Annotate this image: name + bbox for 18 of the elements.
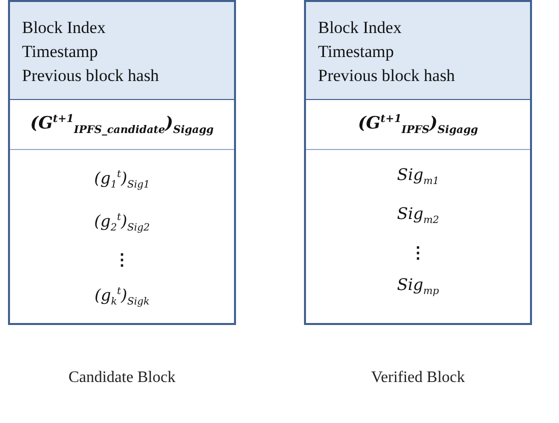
signature-formula: Sig$_{m1}$ xyxy=(396,164,440,190)
header-field: Block Index xyxy=(22,16,234,40)
signature-formula: (g$_{1}$$^{t}$)$_{Sig1}$ xyxy=(94,167,150,193)
header-field: Timestamp xyxy=(318,40,530,64)
header-section xyxy=(306,2,530,100)
block-caption: Verified Block xyxy=(371,369,465,387)
ellipsis: ⋮ xyxy=(114,249,130,272)
header-section xyxy=(10,2,234,100)
header-field: Previous block hash xyxy=(22,64,234,88)
signature-formula: Sig$_{mp}$ xyxy=(396,274,440,300)
header-field: Block Index xyxy=(318,16,530,40)
ellipsis: ⋮ xyxy=(410,242,426,264)
block-caption: Candidate Block xyxy=(68,369,176,387)
header-field: Timestamp xyxy=(22,40,234,64)
signature-formula: (g$_{k}$$^{t}$)$_{Sigk}$ xyxy=(94,284,150,310)
signature-formula: (g$_{2}$$^{t}$)$_{Sig2}$ xyxy=(94,210,150,236)
header-field: Previous block hash xyxy=(318,64,530,88)
signature-formula: Sig$_{m2}$ xyxy=(396,203,440,228)
